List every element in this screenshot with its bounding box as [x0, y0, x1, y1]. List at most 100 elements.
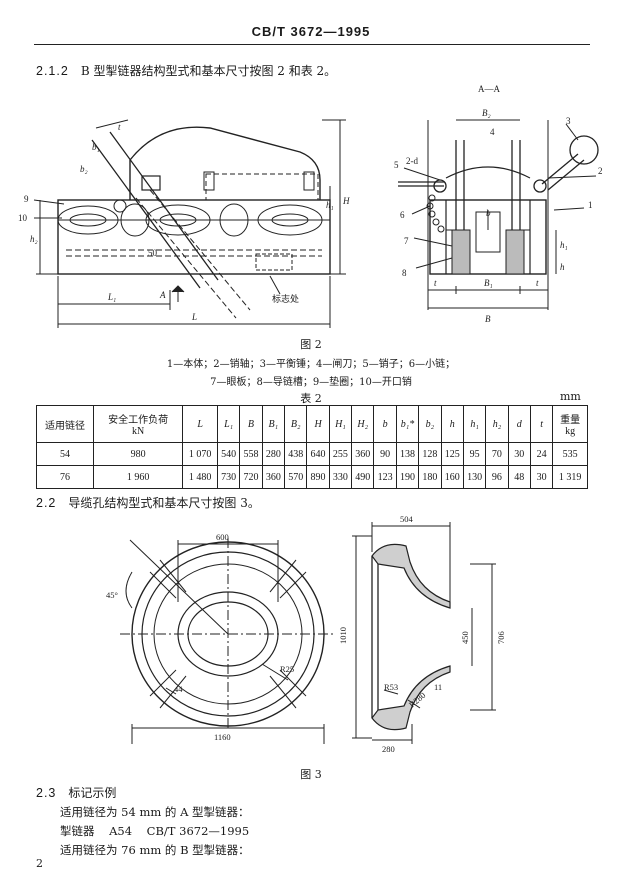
table-cell: 255 [328, 442, 353, 466]
table-cell: 1 480 [182, 465, 218, 489]
fig2-dim-h1: h₁ [560, 240, 568, 250]
table-cell: 438 [284, 442, 308, 466]
figure-2-legend-line-2: 7—眼板；8—导链槽；9—垫圈；10—开口销 [210, 377, 412, 388]
marking-example-line-3: 适用链径为 76 mm 的 B 型掣链器： [60, 843, 250, 857]
table-cell: 90 [373, 442, 397, 466]
table-header-cell: h₂ [485, 405, 509, 443]
figure-2-caption: 图 2 [300, 338, 322, 351]
table-cell: 190 [395, 465, 420, 489]
table-cell: 1 960 [92, 465, 184, 489]
table-cell: 76 [36, 465, 94, 489]
fig3-dim-r53: R53 [384, 682, 398, 692]
fig2-dim-B2: B₂ [482, 108, 491, 118]
fig2-part-7: 7 [404, 236, 409, 246]
table-header-cell: b [373, 405, 397, 443]
fig2-dim-h1-left: h₁ [326, 200, 334, 210]
table-header-cell: B₁ [261, 405, 286, 443]
table-cell: 123 [373, 465, 397, 489]
fig3-dim-44: 44 [174, 684, 183, 694]
fig2-section-view [398, 119, 599, 310]
table-2-unit: mm [560, 390, 581, 403]
table-cell: 490 [351, 465, 375, 489]
page-header: CB/T 3672—1995 [251, 24, 371, 39]
table-cell: 70 [485, 442, 509, 466]
table-header-cell: h [440, 405, 464, 443]
fig2-dim-L: L [191, 312, 197, 322]
section-text: 导缆孔结构型式和基本尺寸按图 3。 [68, 496, 260, 510]
fig2-dim-H: H [342, 196, 350, 206]
table-cell: 360 [351, 442, 375, 466]
table-cell: 280 [261, 442, 286, 466]
table-header-cell: L [182, 405, 218, 443]
marking-example-line-2: 掣链器 A54 CB/T 3672—1995 [60, 824, 250, 838]
table-cell: 30 [507, 442, 531, 466]
page-number: 2 [36, 857, 43, 870]
table-cell: 540 [216, 442, 241, 466]
figure-3-caption: 图 3 [300, 768, 322, 781]
fig2-part-5: 5 [394, 160, 399, 170]
fig2-part-9: 9 [24, 194, 29, 204]
table-cell: 570 [284, 465, 308, 489]
fig2-dim-h: h [560, 262, 565, 272]
table-header-cell: L₁ [216, 405, 241, 443]
fig2-dim-b: b [486, 208, 491, 218]
figure-2-legend-line-1: 1—本体；2—销轴；3—平衡锤；4—闸刀；5—销子；6—小链； [166, 359, 456, 370]
fig3-section-view [352, 522, 496, 744]
fig2-view-letter: A [159, 290, 166, 300]
table-header-cell: h₁ [462, 405, 487, 443]
fig2-dim-2d: 2-d [406, 156, 418, 166]
section-number: 2.2 [36, 496, 57, 510]
fig3-dim-11: 11 [434, 682, 442, 692]
fig2-dim-B1: B₁ [484, 278, 493, 288]
fig2-section-label: A—A [478, 84, 500, 94]
fig3-plan-view [120, 538, 336, 744]
fig2-dim-50: 50 [148, 248, 158, 258]
table-cell: 160 [440, 465, 464, 489]
table-cell: 1 070 [182, 442, 218, 466]
fig2-dim-h2-left: h₂ [30, 234, 38, 244]
fig2-mark-label: 标志处 [272, 293, 299, 304]
fig3-dim-706: 706 [496, 631, 506, 644]
table-header-cell: B [239, 405, 263, 443]
table-cell: 30 [529, 465, 554, 489]
fig3-dim-45: 45° [106, 590, 118, 600]
table-cell: 558 [239, 442, 263, 466]
table-cell: 640 [306, 442, 330, 466]
fig3-dim-450: 450 [460, 631, 470, 644]
section-2-2: 2.2 导缆孔结构型式和基本尺寸按图 3。 [36, 494, 260, 511]
marking-example-line-1: 适用链径为 54 mm 的 A 型掣链器： [60, 805, 250, 819]
fig2-dim-t-top: t [118, 122, 121, 132]
table-header-cell: b₂ [418, 405, 442, 443]
figure-3-drawing: 600 45° R25 44 1160 504 1010 450 706 R53… [106, 514, 506, 754]
table-cell: 180 [418, 465, 442, 489]
fig3-dim-504: 504 [400, 514, 414, 524]
fig3-dim-280: 280 [382, 744, 395, 754]
table-header-cell: b₁* [395, 405, 420, 443]
fig2-part-1: 1 [588, 200, 593, 210]
table-cell: 48 [507, 465, 531, 489]
table-header-cell: 适用链径 [36, 405, 94, 443]
section-text: B 型掣链器结构型式和基本尺寸按图 2 和表 2。 [80, 64, 337, 78]
table-header-cell: H₁ [328, 405, 353, 443]
table-cell: 96 [485, 465, 509, 489]
fig2-dim-B: B [485, 314, 491, 324]
fig3-dim-1160: 1160 [214, 732, 231, 742]
fig2-part-10: 10 [18, 213, 28, 223]
table-cell: 890 [306, 465, 330, 489]
fig2-dim-b1-left: b₁ [92, 142, 100, 152]
table-cell: 1 319 [552, 465, 588, 489]
fig2-part-4: 4 [490, 127, 495, 137]
table-cell: 535 [552, 442, 588, 466]
fig2-part-3: 3 [566, 116, 571, 126]
table-cell: 330 [328, 465, 353, 489]
section-number: 2.3 [36, 786, 57, 800]
fig2-part-2: 2 [598, 166, 603, 176]
table-header-cell: B₂ [284, 405, 308, 443]
